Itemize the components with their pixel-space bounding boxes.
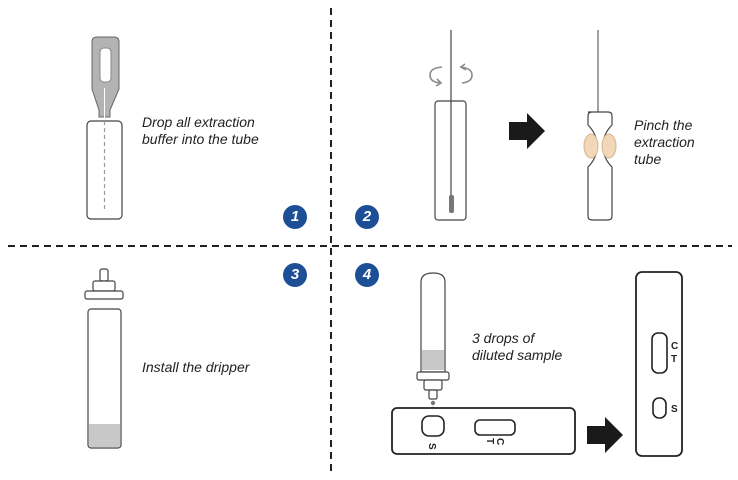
step2-swab-in-tube xyxy=(434,30,467,221)
result-window-horizontal xyxy=(474,419,516,436)
sample-well xyxy=(421,415,445,437)
sample-well-vertical xyxy=(652,397,667,419)
step-1-badge: 1 xyxy=(283,205,307,229)
step-3-badge: 3 xyxy=(283,263,307,287)
result-window-vertical xyxy=(651,332,668,374)
buffer-bottle xyxy=(91,36,120,120)
horizontal-cassette: S T C xyxy=(391,407,576,455)
step-2-caption: Pinch the extraction tube xyxy=(634,117,695,167)
control-line-label: C xyxy=(494,438,505,445)
test-line-label: T xyxy=(484,438,495,444)
step2-tube-left xyxy=(434,100,467,221)
control-line-label-vertical: C xyxy=(671,341,678,352)
test-line-label-vertical: T xyxy=(671,354,677,365)
dropper-tube xyxy=(416,272,450,418)
step-3-caption: Install the dripper xyxy=(142,359,250,375)
dripper-cap xyxy=(84,268,124,300)
sample-well-label: S xyxy=(426,443,437,450)
step-1-caption: Drop all extraction buffer into the tube xyxy=(142,114,259,147)
step2-pinched-tube xyxy=(583,30,617,221)
sample-well-label-vertical: S xyxy=(671,404,678,415)
step1-tube xyxy=(86,120,123,220)
right-arrow-icon xyxy=(509,113,545,149)
swab-head xyxy=(449,195,454,213)
step-4-badge: 4 xyxy=(355,263,379,287)
vertical-cassette: C T S xyxy=(635,271,683,457)
step-2-badge: 2 xyxy=(355,205,379,229)
rotate-arrows-icon xyxy=(429,63,473,87)
step3-tube xyxy=(87,308,122,449)
right-arrow-icon xyxy=(587,417,623,453)
step1-illustration xyxy=(86,36,123,220)
step-4-caption: 3 drops of diluted sample xyxy=(472,330,563,363)
